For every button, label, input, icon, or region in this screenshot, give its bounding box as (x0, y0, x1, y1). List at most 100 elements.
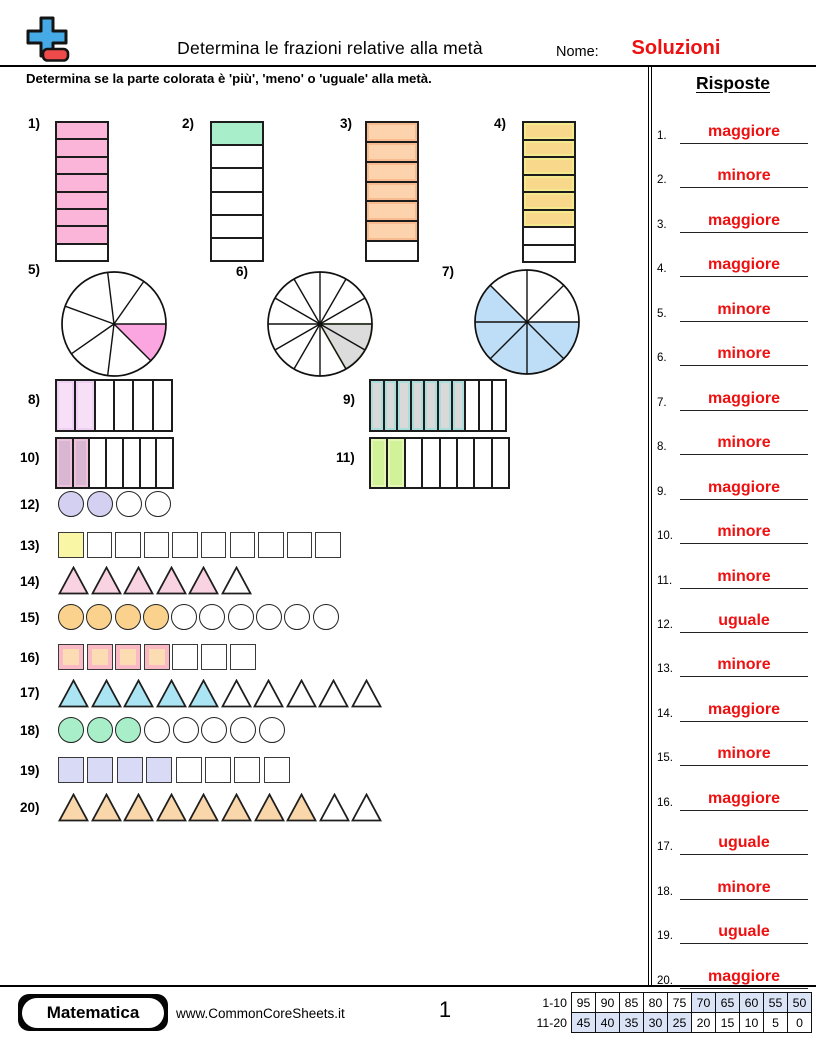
answer-value: minore (680, 568, 808, 589)
triangle-shape (253, 679, 284, 708)
problem-8-label: 8) (28, 392, 41, 407)
problem-2-vertical-bar (210, 121, 264, 262)
pie-slice-line (293, 278, 321, 325)
bar-cell (155, 439, 172, 487)
problem-13-label: 13) (20, 538, 40, 553)
circle-shape (230, 717, 257, 743)
problem-18-shape-row (58, 717, 285, 743)
answer-20: 20.maggiore (657, 957, 810, 989)
problem-1-label: 1) (28, 116, 41, 131)
answer-6: 6.minore (657, 334, 810, 367)
triangle-shape (285, 679, 317, 708)
answer-13: 13.minore (657, 645, 810, 678)
score-cell: 75 (667, 992, 692, 1013)
pie-slice-line (319, 323, 366, 351)
triangle-shape (188, 566, 219, 595)
circle-shape (258, 717, 285, 743)
triangle-shape (123, 566, 154, 595)
answer-value: maggiore (680, 479, 808, 500)
footer-divider (0, 985, 816, 987)
triangle-shape (58, 679, 89, 708)
bar-cell (57, 242, 107, 260)
circle-shape (144, 717, 171, 743)
bar-cell (57, 123, 107, 139)
circle-shape (116, 491, 142, 517)
answer-number: 7. (657, 396, 667, 409)
instruction-text: Determina se la parte colorata è 'più', … (26, 71, 432, 86)
answer-number: 4. (657, 263, 667, 276)
circle-shape (58, 717, 84, 743)
triangle-shape (253, 793, 285, 822)
bar-cell (57, 381, 75, 430)
answer-18: 18.minore (657, 868, 810, 900)
bar-cell (132, 381, 151, 430)
answer-14: 14.maggiore (657, 690, 810, 722)
bar-cell (212, 144, 262, 167)
score-cell: 5 (763, 1012, 788, 1033)
answer-2: 2.minore (657, 156, 810, 189)
bar-cell (382, 381, 397, 430)
problem-5-pie-chart (61, 271, 167, 377)
square-shape (315, 532, 341, 558)
answer-number: 18. (657, 885, 673, 898)
circle-shape (256, 604, 283, 630)
triangle-shape (220, 793, 252, 822)
problem-14-shape-row (58, 566, 252, 595)
pie-slice-line (106, 323, 115, 376)
bar-cell (212, 190, 262, 214)
problem-20-shape-row (58, 793, 383, 822)
score-cell: 95 (571, 992, 596, 1013)
problem-15-shape-row (58, 604, 339, 630)
pie-slice-line (489, 284, 528, 323)
answer-number: 13. (657, 663, 673, 676)
score-cell: 70 (691, 992, 716, 1013)
bar-cell (524, 138, 574, 156)
pie-slice-line (489, 321, 528, 360)
problem-11-horizontal-bar (369, 437, 510, 489)
problem-17-shape-row (58, 679, 382, 708)
answer-number: 16. (657, 796, 673, 809)
score-cell: 85 (619, 992, 644, 1013)
triangle-shape (58, 793, 89, 822)
circle-shape (86, 717, 113, 743)
pie-slice-line (113, 281, 145, 325)
answer-7: 7.maggiore (657, 379, 810, 411)
problem-7-label: 7) (442, 264, 455, 279)
bar-cell (367, 240, 417, 260)
pie-filled-wedge (112, 323, 167, 362)
bar-cell (524, 156, 574, 174)
problem-9-label: 9) (343, 392, 356, 407)
score-cell: 0 (787, 1012, 812, 1033)
answer-number: 8. (657, 441, 667, 454)
bar-cell (93, 381, 113, 430)
score-cell: 25 (667, 1012, 692, 1033)
answer-value: maggiore (680, 968, 808, 989)
answer-value: minore (680, 434, 808, 456)
bar-cell (371, 381, 383, 430)
answer-16: 16.maggiore (657, 779, 810, 811)
bar-cell (409, 381, 424, 430)
plus-minus-logo-icon (26, 16, 70, 62)
square-shape (86, 532, 113, 558)
bar-cell (367, 220, 417, 241)
bar-cell (105, 439, 122, 487)
problem-8-horizontal-bar (55, 379, 173, 432)
bar-cell (212, 213, 262, 237)
circle-shape (114, 604, 141, 630)
problem-4-label: 4) (494, 116, 507, 131)
pie-slice-line (293, 323, 321, 370)
pie-slice-line (64, 305, 115, 325)
score-cell: 30 (643, 1012, 668, 1033)
problem-11-label: 11) (336, 450, 355, 465)
triangle-shape (351, 793, 383, 822)
square-shape (234, 757, 261, 783)
circle-shape (172, 717, 199, 743)
bar-cell (57, 190, 107, 208)
circle-shape (145, 491, 171, 517)
answer-number: 19. (657, 930, 673, 943)
triangle-shape (155, 566, 187, 595)
answer-number: 9. (657, 485, 667, 498)
pie-outline (267, 271, 373, 377)
triangle-shape (286, 793, 318, 822)
